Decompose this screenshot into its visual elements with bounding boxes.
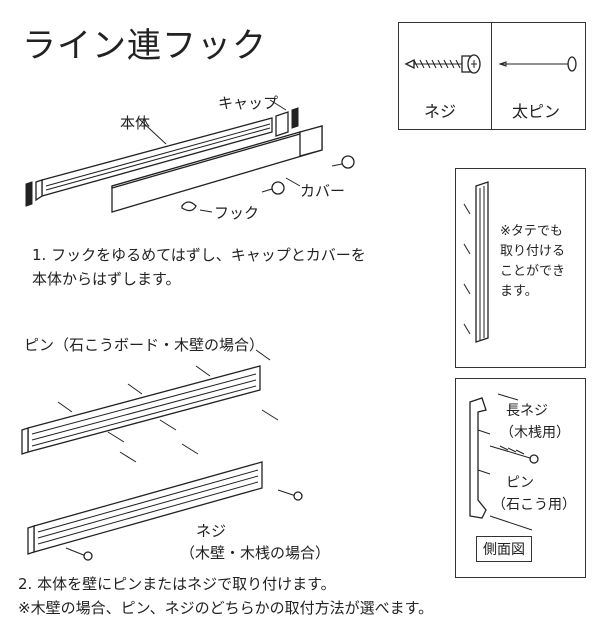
- vertical-note-line3: ことができ: [500, 264, 566, 279]
- legend-divider: [491, 22, 493, 130]
- step2-instruction: 2. 本体を壁にピンまたはネジで取り付けます。: [18, 575, 336, 593]
- label-body: 本体: [120, 114, 151, 132]
- label-cover: カバー: [300, 182, 346, 200]
- screw-caption-line1: ネジ: [196, 522, 227, 540]
- pin-label-line1: ピン: [506, 475, 534, 491]
- long-screw-label-line1: 長ネジ: [506, 403, 548, 419]
- rail-with-pins: [21, 349, 279, 463]
- label-cap: キャップ: [218, 94, 279, 112]
- side-view-caption: 側面図: [476, 536, 532, 562]
- legend-pin-label: 太ピン: [512, 102, 561, 121]
- step2-note: ※木壁の場合、ピン、ネジのどちらかの取付方法が選べます。: [18, 599, 434, 617]
- rail-with-screws: [27, 461, 303, 561]
- step1-instruction-line1: 1. フックをゆるめてはずし、キャップとカバーを: [32, 246, 366, 264]
- screw-icon: [404, 54, 481, 74]
- vertical-rail-drawing: [463, 181, 489, 343]
- legend-screw-label: ネジ: [424, 102, 457, 121]
- cover-drawing: [111, 125, 323, 213]
- label-hook: フック: [214, 204, 260, 222]
- pin-label-line2: （石こう用）: [492, 497, 576, 513]
- long-screw-label-line2: （木桟用）: [500, 425, 570, 441]
- leader-lines-step1: [137, 99, 301, 213]
- vertical-note-line1: ※タテでも: [500, 224, 563, 239]
- left-cap-drawing: [25, 181, 33, 207]
- cap-drawing: [275, 107, 299, 137]
- side-profile-drawing: [469, 393, 539, 531]
- page-title: ライン連フック: [22, 26, 267, 66]
- step1-instruction-line2: 本体からはずします。: [32, 270, 181, 288]
- pin-caption: ピン（石こうボード・木壁の場合）: [24, 336, 265, 354]
- screw-caption-line2: （木壁・木桟の場合）: [180, 544, 331, 562]
- pin-icon: [498, 56, 577, 72]
- body-rail-drawing: [35, 117, 273, 202]
- vertical-note-line4: ます。: [500, 284, 538, 299]
- hook-drawings: [181, 155, 355, 212]
- vertical-note-line2: 取り付ける: [500, 244, 566, 259]
